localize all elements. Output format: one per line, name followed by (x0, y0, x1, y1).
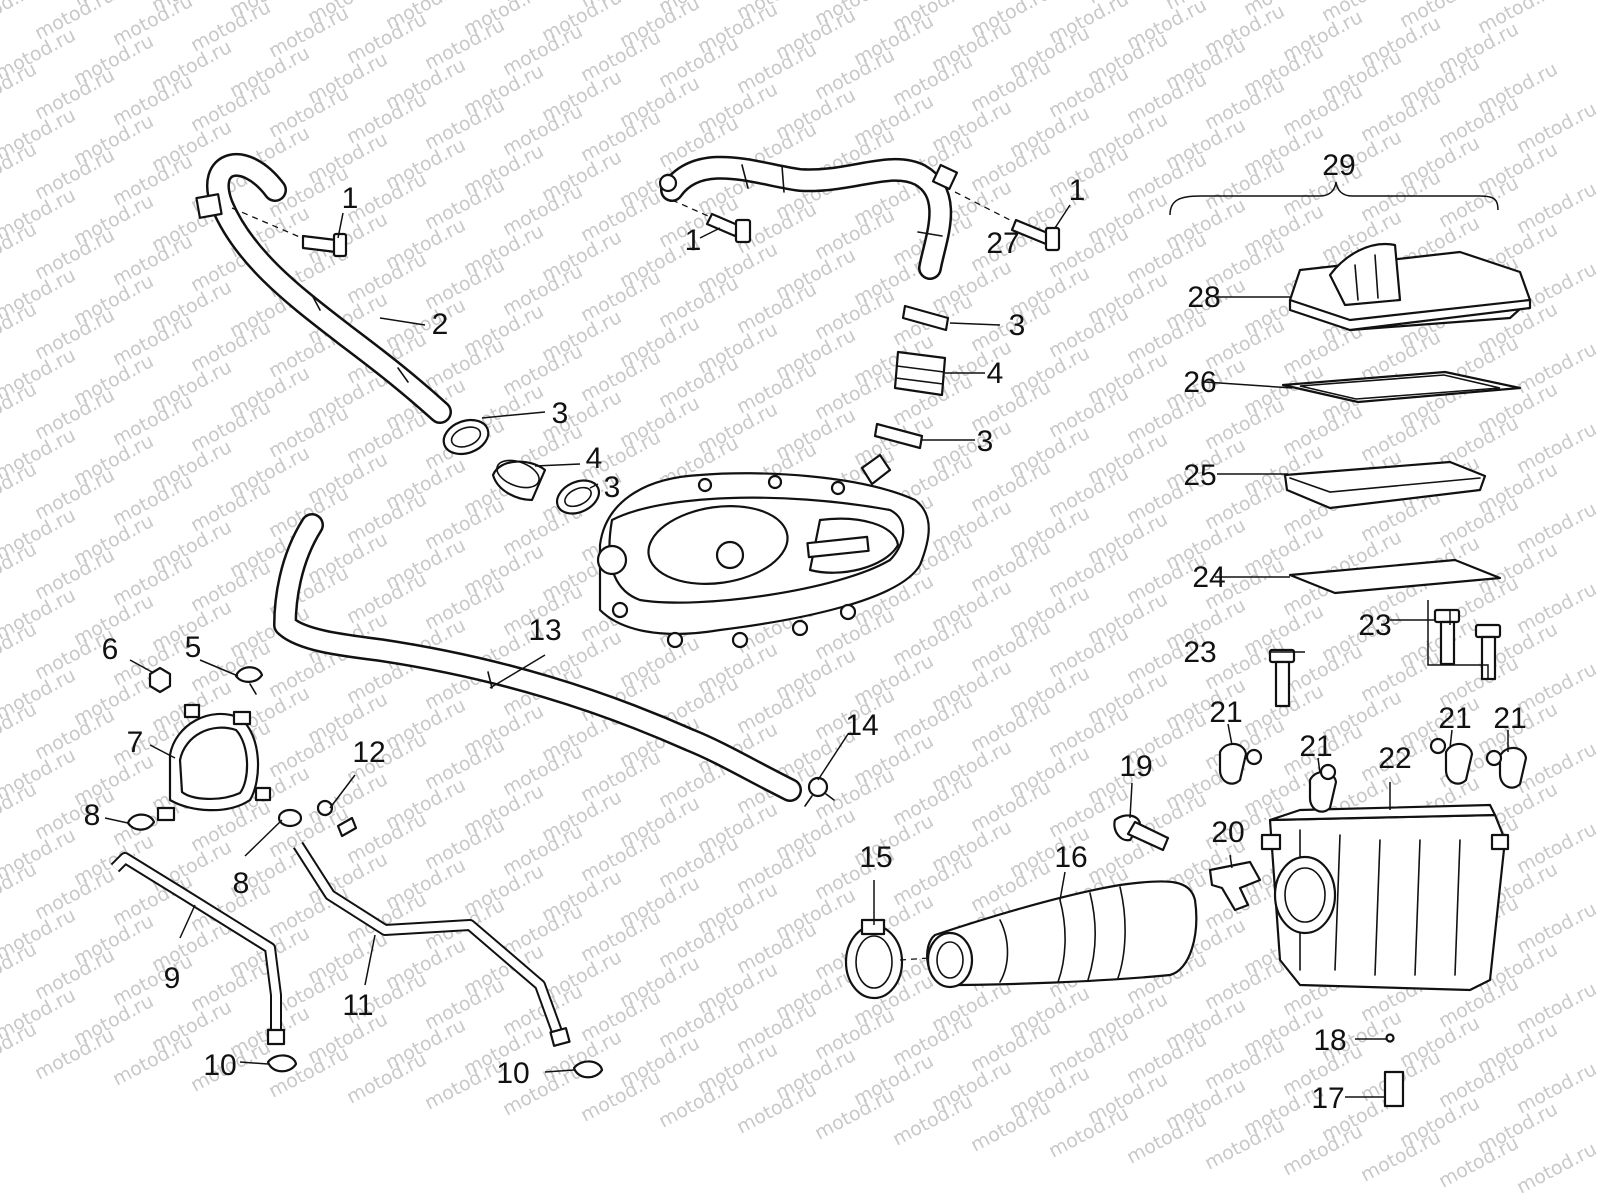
callout-23: 23 (1183, 636, 1216, 669)
part-9-breather-tube (110, 852, 286, 1046)
part-27-duct (658, 155, 959, 280)
part-11-breather-tube (292, 841, 571, 1047)
callout-6: 6 (102, 633, 119, 666)
part-8-clip-left (126, 813, 156, 831)
part-2-intake-hose (195, 153, 452, 424)
part-14-clip (804, 776, 835, 807)
callout-14: 14 (845, 709, 878, 742)
part-1-bolt-left (301, 232, 348, 258)
callout-3: 3 (977, 425, 994, 458)
callout-labels: 1 1 1 2 3 3 3 3 4 4 5 6 7 8 8 9 10 10 11… (84, 149, 1527, 1115)
callout-4: 4 (586, 442, 603, 475)
part-1-bolt-right (1010, 218, 1061, 252)
callout-27: 27 (986, 227, 1019, 260)
callout-10: 10 (496, 1057, 529, 1090)
callout-16: 16 (1054, 841, 1087, 874)
callout-1: 1 (1069, 174, 1086, 207)
callout-24: 24 (1192, 561, 1225, 594)
part-3-clamp-left-b (555, 479, 601, 515)
part-4-coupler-right (893, 350, 947, 397)
part-25-filter-element (1283, 460, 1487, 510)
part-5-clip (234, 666, 264, 695)
callout-5: 5 (185, 631, 202, 664)
callout-4: 4 (987, 357, 1004, 390)
part-23-screw-left (1268, 648, 1296, 708)
part-23-screw-right-a (1433, 608, 1461, 666)
part-13-drain-tube (273, 513, 802, 802)
part-6-nut (148, 666, 172, 694)
part-10-clip-right (572, 1060, 604, 1079)
callout-18: 18 (1313, 1024, 1346, 1057)
callout-8: 8 (233, 867, 250, 900)
leader-lines (104, 181, 1509, 1098)
callout-8: 8 (84, 799, 101, 832)
part-28-airbox-cover (1288, 242, 1532, 332)
part-18-washer (1385, 1033, 1395, 1043)
part-17-drain-plug (1383, 1070, 1405, 1108)
callout-12: 12 (352, 736, 385, 769)
callout-11: 11 (342, 989, 373, 1022)
part-22-airbox-housing (1260, 803, 1510, 992)
callout-1: 1 (342, 182, 359, 215)
callout-21: 21 (1493, 702, 1526, 735)
part-24-gasket (1288, 558, 1502, 595)
part-21-clip-a (1218, 742, 1263, 785)
cvt-cover (596, 453, 930, 649)
callout-19: 19 (1119, 750, 1152, 783)
part-26-seal (1281, 370, 1522, 404)
part-10-clip-left (266, 1054, 298, 1073)
callout-21: 21 (1299, 730, 1332, 763)
callout-3: 3 (604, 471, 621, 504)
callout-7: 7 (127, 726, 144, 759)
callout-3: 3 (1009, 309, 1026, 342)
callout-29: 29 (1322, 149, 1355, 182)
callout-15: 15 (859, 841, 892, 874)
callout-13: 13 (528, 614, 561, 647)
part-12-fastener (316, 799, 358, 838)
part-8-clip-right (277, 808, 303, 828)
callout-21: 21 (1438, 702, 1471, 735)
callout-17: 17 (1311, 1082, 1344, 1115)
part-16-intake-boot (926, 880, 1198, 989)
part-4-coupler-left (491, 459, 547, 502)
callout-9: 9 (164, 962, 181, 995)
callout-2: 2 (432, 308, 449, 341)
callout-22: 22 (1378, 742, 1411, 775)
callout-3: 3 (552, 397, 569, 430)
part-1-bolt-middle (705, 212, 752, 244)
callout-28: 28 (1187, 281, 1220, 314)
callout-1: 1 (685, 224, 702, 257)
part-19-bolt (1113, 814, 1170, 852)
part-3-clamp-upper-right (901, 304, 950, 332)
part-21-clip-b (1308, 763, 1338, 813)
part-15-hose-clamp (844, 918, 904, 1000)
part-20-bracket (1208, 860, 1262, 912)
part-21-clip-d (1485, 746, 1528, 789)
part-21-clip-c (1429, 737, 1474, 785)
callout-20: 20 (1211, 816, 1244, 849)
watermark-text: motod.ru (1513, 1138, 1600, 1198)
callout-26: 26 (1183, 366, 1216, 399)
part-3-clamp-lower-right (873, 422, 924, 450)
part-7-bracket (156, 703, 272, 822)
callout-10: 10 (203, 1049, 236, 1082)
callout-25: 25 (1183, 459, 1216, 492)
part-3-clamp-left-a (442, 418, 490, 456)
callout-21: 21 (1209, 696, 1242, 729)
callout-23: 23 (1358, 609, 1391, 642)
